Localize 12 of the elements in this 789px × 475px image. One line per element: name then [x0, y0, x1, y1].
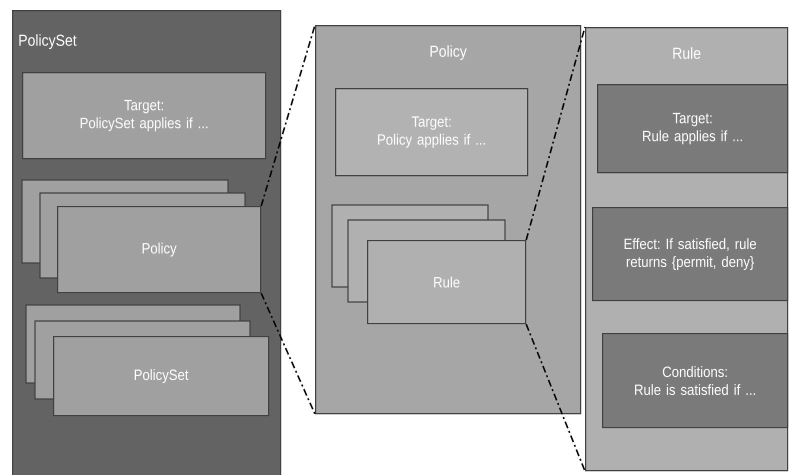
text-box: Target: Policy applies if ...: [335, 88, 528, 176]
connector-line: [525, 324, 586, 472]
card-stack: Rule: [331, 204, 526, 324]
text-box: Effect: If satisfied, rule returns {permit, deny}: [592, 206, 788, 302]
card-stack: Policy: [21, 179, 262, 294]
text-box: Conditions: Rule is satisfied if ...: [602, 332, 788, 428]
card-stack: PolicySet: [25, 304, 270, 416]
text-box: Target: PolicySet applies if ...: [22, 72, 266, 160]
text-box: Target: Rule applies if ...: [597, 84, 788, 174]
connector-line: [260, 292, 316, 415]
connector-line: [525, 26, 586, 240]
connector-line: [260, 24, 316, 206]
